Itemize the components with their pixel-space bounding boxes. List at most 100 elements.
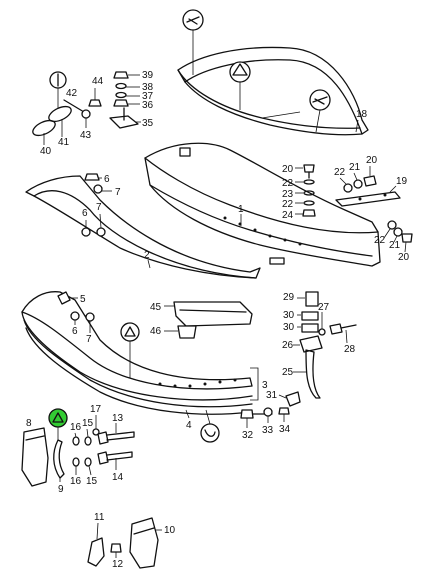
bracket-line-3 — [250, 367, 259, 401]
bolt-28-head[interactable] — [329, 323, 343, 335]
bracket-31[interactable] — [285, 391, 301, 407]
callout-16-b: 16 — [70, 476, 82, 487]
badge-icon-right — [309, 89, 331, 133]
bumper-end-10[interactable] — [129, 517, 159, 569]
washer-21-a[interactable] — [353, 179, 363, 189]
nut-34[interactable] — [278, 407, 290, 415]
bolt-28-shaft — [340, 324, 357, 329]
washer-15-a[interactable] — [84, 436, 92, 446]
callout-1: 1 — [238, 204, 244, 215]
bolt-20-c[interactable] — [401, 233, 413, 243]
callout-20-b: 20 — [366, 155, 378, 166]
trim-strip-2[interactable] — [25, 175, 261, 279]
washer-16-b[interactable] — [72, 457, 80, 467]
callout-15-b: 15 — [86, 476, 98, 487]
bumper-end-8[interactable] — [21, 427, 49, 487]
callout-41: 41 — [58, 137, 70, 148]
callout-15-a: 15 — [82, 418, 94, 429]
washer-22-c[interactable] — [343, 183, 353, 193]
callout-38: 38 — [142, 82, 154, 93]
washer-23[interactable] — [303, 190, 315, 196]
callout-27: 27 — [318, 302, 330, 313]
bracket-19[interactable] — [335, 191, 401, 207]
bolt-13-head[interactable] — [97, 431, 109, 445]
callout-18: 18 — [356, 109, 368, 120]
washer-22-b[interactable] — [303, 200, 315, 206]
bumper-trim-strip[interactable] — [177, 46, 369, 136]
badge-icon-top — [182, 9, 204, 75]
washer-16-a[interactable] — [72, 436, 80, 446]
highlighted-badge-icon[interactable] — [48, 408, 68, 440]
clip-5[interactable] — [57, 291, 71, 305]
callout-25: 25 — [282, 367, 294, 378]
bolt-20-b[interactable] — [363, 175, 377, 187]
clip-6-low[interactable] — [70, 311, 80, 321]
washer-15-b[interactable] — [84, 457, 92, 467]
washer-22-d[interactable] — [387, 220, 397, 230]
callout-4: 4 — [186, 420, 192, 431]
callout-30-b: 30 — [283, 322, 295, 333]
gasket-9[interactable] — [53, 439, 65, 479]
callout-35: 35 — [142, 118, 154, 129]
bracket-11[interactable] — [87, 537, 105, 567]
clamp-30-a[interactable] — [301, 311, 319, 321]
nut-12[interactable] — [110, 543, 122, 553]
clamp-30-b[interactable] — [301, 323, 319, 333]
callout-31: 31 — [266, 390, 278, 401]
bracket-26[interactable] — [299, 335, 323, 353]
callout-21-b: 21 — [389, 240, 401, 251]
callout-7-top: 7 — [115, 187, 121, 198]
callout-40: 40 — [40, 146, 52, 157]
bolt-14-head[interactable] — [97, 451, 109, 465]
lower-bumper-assembly[interactable] — [21, 291, 253, 415]
callout-29: 29 — [283, 292, 295, 303]
washer-33[interactable] — [263, 407, 273, 417]
callout-20-a: 20 — [282, 164, 294, 175]
callout-6-top: 6 — [104, 174, 110, 185]
callout-28: 28 — [344, 344, 356, 355]
washer-37[interactable] — [115, 91, 127, 99]
trim-clip-41[interactable] — [47, 103, 74, 124]
callout-9: 9 — [58, 484, 64, 495]
hose-25[interactable] — [305, 349, 321, 399]
bolt-32-head[interactable] — [240, 409, 254, 419]
callout-3: 3 — [262, 380, 268, 391]
callout-14: 14 — [112, 472, 124, 483]
callout-17: 17 — [90, 404, 102, 415]
nut-43[interactable] — [81, 109, 91, 119]
washer-22-a[interactable] — [303, 179, 315, 185]
screw-27[interactable] — [318, 328, 326, 336]
callout-39: 39 — [142, 70, 154, 81]
nut-36[interactable] — [113, 99, 129, 107]
callout-24: 24 — [282, 210, 294, 221]
nut-44[interactable] — [88, 99, 102, 107]
main-bumper-1[interactable] — [144, 142, 381, 267]
nut-39[interactable] — [113, 71, 129, 79]
badge-icon-lower — [120, 322, 140, 378]
nut-7-low[interactable] — [85, 312, 95, 322]
washer-38[interactable] — [115, 82, 127, 90]
callout-22-d: 22 — [374, 235, 386, 246]
callout-34: 34 — [279, 424, 291, 435]
nut-7-top[interactable] — [93, 184, 103, 194]
buffer-29[interactable] — [305, 291, 319, 307]
callout-22-b: 22 — [282, 199, 294, 210]
trim-clip-35[interactable] — [109, 115, 139, 129]
rivet-42[interactable] — [63, 99, 85, 113]
clip-6-top[interactable] — [84, 173, 100, 181]
callout-44: 44 — [92, 76, 104, 87]
pad-46[interactable] — [177, 325, 197, 339]
callout-13: 13 — [112, 413, 124, 424]
callout-20-c: 20 — [398, 252, 410, 263]
nut-7-mid[interactable] — [96, 227, 106, 237]
callout-26: 26 — [282, 340, 294, 351]
insert-45[interactable] — [173, 301, 253, 327]
clip-6-mid[interactable] — [81, 227, 91, 237]
callout-36: 36 — [142, 100, 154, 111]
trim-clip-40[interactable] — [31, 117, 58, 138]
badge-icon-middle — [229, 61, 251, 110]
washer-21-b[interactable] — [393, 227, 403, 237]
nut-24[interactable] — [302, 209, 316, 217]
bolt-20-a[interactable] — [303, 164, 315, 173]
